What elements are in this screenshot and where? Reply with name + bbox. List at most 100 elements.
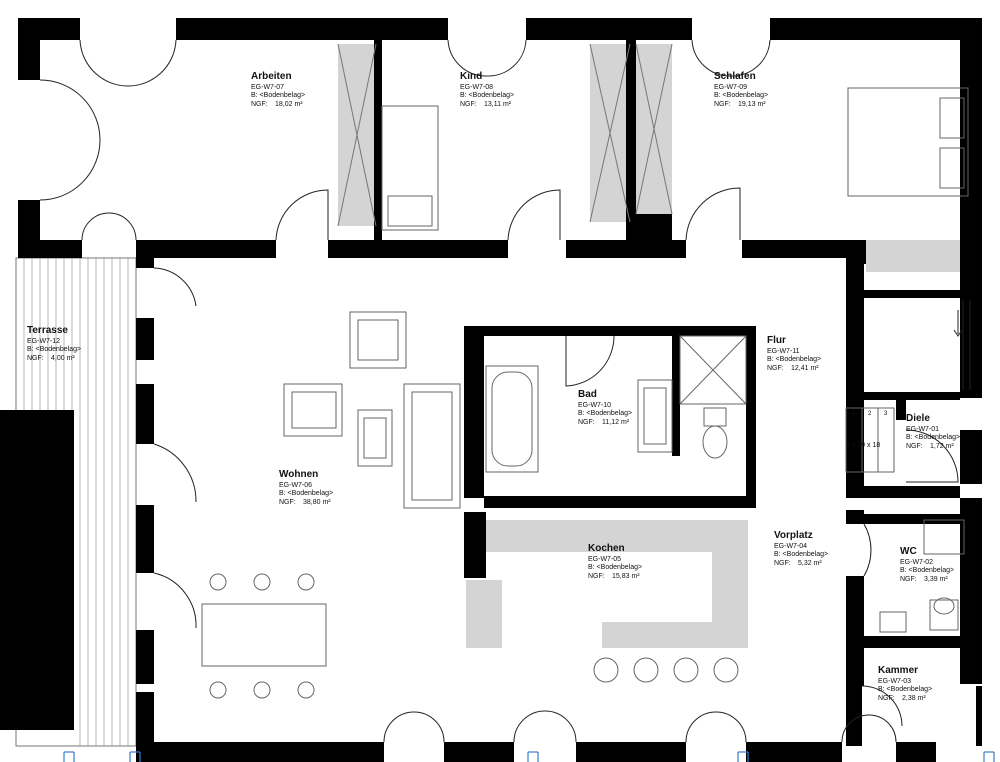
room-ngf-label: NGF:: [767, 365, 784, 372]
room-area: 2,38 m²: [902, 695, 926, 702]
room-code: EG-W7-01: [906, 425, 940, 433]
room-code: EG-W7-10: [578, 401, 612, 409]
room-name: Arbeiten: [251, 71, 292, 82]
room-floor: B: <Bodenbelag>: [27, 346, 82, 354]
armchair-top: [349, 311, 407, 369]
room-ngf-label: NGF:: [774, 560, 791, 567]
kid-bed: [381, 105, 439, 231]
room-code: EG-W7-11: [767, 347, 800, 355]
walls: [18, 18, 982, 762]
wardrobe-schlafen-low: [866, 240, 968, 272]
room-area: 11,12 m²: [602, 419, 630, 426]
bath-sink: [637, 379, 673, 453]
room-floor: B: <Bodenbelag>: [279, 490, 334, 498]
room-ngf: NGF: 19,13 m²: [714, 101, 768, 110]
room-ngf: NGF: 5,32 m²: [774, 560, 828, 569]
room-ngf: NGF:38,80 m²: [279, 499, 333, 508]
room-floor: B: <Bodenbelag>: [251, 92, 306, 100]
room-ngf-label: NGF:: [714, 101, 731, 108]
room-code: EG-W7-02: [900, 558, 934, 566]
room-ngf-label: NGF:: [279, 499, 296, 506]
room-code: EG-W7-04: [774, 542, 808, 550]
room-ngf: NGF: 1,72 m²: [906, 443, 960, 452]
room-area: 13,11 m²: [484, 101, 512, 108]
door-ticks: [63, 751, 995, 762]
coffee-table: [357, 409, 393, 467]
room-name: Diele: [906, 413, 930, 424]
room-area: 1,72 m²: [930, 443, 954, 450]
room-area: 15,83 m²: [612, 573, 640, 580]
shower: [679, 335, 747, 405]
room-name: Flur: [767, 335, 786, 346]
room-ngf: NGF: 12,41 m²: [767, 365, 821, 374]
stair-step-2: 2: [868, 411, 872, 417]
stair-step-3: 3: [884, 411, 888, 417]
room-code: EG-W7-12: [27, 337, 61, 345]
stair-label: 3 x 29 x 18: [846, 442, 881, 449]
room-name: Wohnen: [279, 469, 319, 480]
room-ngf: NGF: 18,02 m²: [251, 101, 305, 110]
stair-step-1: 1: [852, 411, 856, 417]
room-floor: B: <Bodenbelag>: [460, 92, 515, 100]
kitchen-counter-left: [466, 580, 502, 648]
room-name: Kind: [460, 71, 483, 82]
room-ngf-label: NGF:: [878, 695, 895, 702]
built-in-cross-lines: [337, 43, 673, 227]
furniture: [201, 43, 969, 699]
room-floor: B: <Bodenbelag>: [878, 686, 933, 694]
room-area: 4,00 m²: [51, 355, 75, 362]
stair-steps: [845, 407, 895, 473]
room-ngf-label: NGF:: [251, 101, 268, 108]
dining-table: [201, 573, 327, 699]
room-area: 5,32 m²: [798, 560, 822, 567]
room-code: EG-W7-07: [251, 83, 285, 91]
room-area: 12,41 m²: [791, 365, 819, 372]
kitchen-counter-back: [486, 520, 748, 552]
room-ngf-label: NGF:: [906, 443, 923, 450]
room-name: Bad: [578, 389, 597, 400]
room-area: 18,02 m²: [275, 101, 303, 108]
doors: [39, 39, 971, 743]
double-bed: [847, 87, 969, 197]
room-name: WC: [900, 546, 917, 557]
room-floor: B: <Bodenbelag>: [714, 92, 769, 100]
room-name: Terrasse: [27, 325, 68, 336]
bathtub: [485, 365, 539, 473]
room-ngf-label: NGF:: [578, 419, 595, 426]
bad-toilet: [702, 407, 728, 459]
room-area: 19,13 m²: [738, 101, 766, 108]
room-floor: B: <Bodenbelag>: [578, 410, 633, 418]
room-ngf-label: NGF:: [588, 573, 605, 580]
room-floor: B: <Bodenbelag>: [767, 356, 822, 364]
room-name: Kammer: [878, 665, 919, 676]
room-code: EG-W7-06: [279, 481, 313, 489]
room-floor: B: <Bodenbelag>: [588, 564, 643, 572]
room-ngf: NGF: 15,83 m²: [588, 573, 642, 582]
sofa: [403, 383, 461, 509]
room-code: EG-W7-03: [878, 677, 912, 685]
room-floor: B: <Bodenbelag>: [900, 567, 955, 575]
room-floor: B: <Bodenbelag>: [774, 551, 829, 559]
room-ngf-label: NGF:: [900, 576, 917, 583]
bar-stools: [593, 657, 739, 683]
room-ngf: NGF: 2,38 m²: [878, 695, 932, 704]
room-floor: B: <Bodenbelag>: [906, 434, 961, 442]
room-ngf-label: NGF:: [460, 101, 477, 108]
room-area: 3,39 m²: [924, 576, 948, 583]
armchair-left: [283, 383, 343, 437]
room-name: Kochen: [588, 543, 625, 554]
room-name: Vorplatz: [774, 530, 813, 541]
room-name: Schlafen: [714, 71, 756, 82]
room-ngf: NGF: 13,11 m²: [460, 101, 514, 110]
